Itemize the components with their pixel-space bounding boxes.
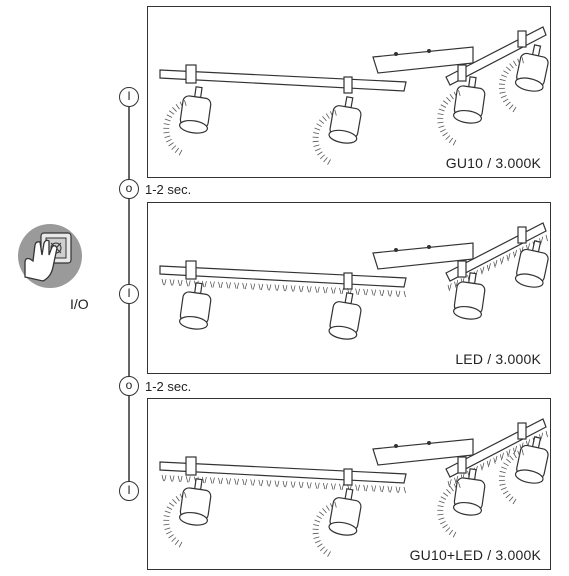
- spotlight-head: [498, 44, 549, 113]
- spotlight-head: [179, 282, 212, 330]
- spotlight-head: [312, 96, 362, 165]
- halogen-glow: [312, 109, 337, 165]
- spotlight-head: [437, 468, 486, 538]
- spotlight-head: [163, 86, 212, 156]
- led-strip-glow: [161, 278, 406, 298]
- panel-label: GU10+LED / 3.000K: [409, 547, 541, 563]
- on-node-3: I: [119, 481, 139, 501]
- panel-label: LED / 3.000K: [455, 351, 541, 367]
- switch-label: I/O: [70, 296, 89, 312]
- off-node-1: o: [119, 179, 139, 199]
- panel-label: GU10 / 3.000K: [445, 155, 541, 171]
- halogen-glow: [163, 491, 187, 548]
- spotlight-head: [312, 488, 362, 557]
- spotlight-head: [514, 240, 549, 288]
- halogen-glow: [498, 449, 524, 505]
- ceiling-spotlight-fixture-icon: [159, 26, 549, 165]
- panel-gu10-led: GU10+LED / 3.000K: [147, 398, 551, 570]
- spotlight-head: [328, 292, 362, 340]
- on-node-2: I: [119, 284, 139, 304]
- halogen-glow: [437, 481, 461, 538]
- halogen-glow: [498, 57, 524, 113]
- delay-text-2: 1-2 sec.: [145, 379, 192, 394]
- spotlight-head: [498, 436, 549, 505]
- on-node-1: I: [119, 87, 139, 107]
- spotlight-head: [163, 478, 212, 548]
- hand-pressing-switch-icon: [18, 224, 82, 288]
- panel-gu10: GU10 / 3.000K: [147, 6, 551, 178]
- spotlight-head: [453, 272, 486, 320]
- off-node-2: o: [119, 376, 139, 396]
- ceiling-spotlight-fixture-icon: [159, 222, 549, 340]
- delay-text-1: 1-2 sec.: [145, 182, 192, 197]
- spotlight-head: [437, 76, 486, 146]
- halogen-glow: [437, 89, 461, 146]
- wall-switch: [17, 219, 83, 293]
- panel-led: LED / 3.000K: [147, 202, 551, 374]
- halogen-glow: [163, 99, 187, 156]
- ceiling-spotlight-fixture-icon: [159, 418, 549, 557]
- halogen-glow: [312, 501, 337, 557]
